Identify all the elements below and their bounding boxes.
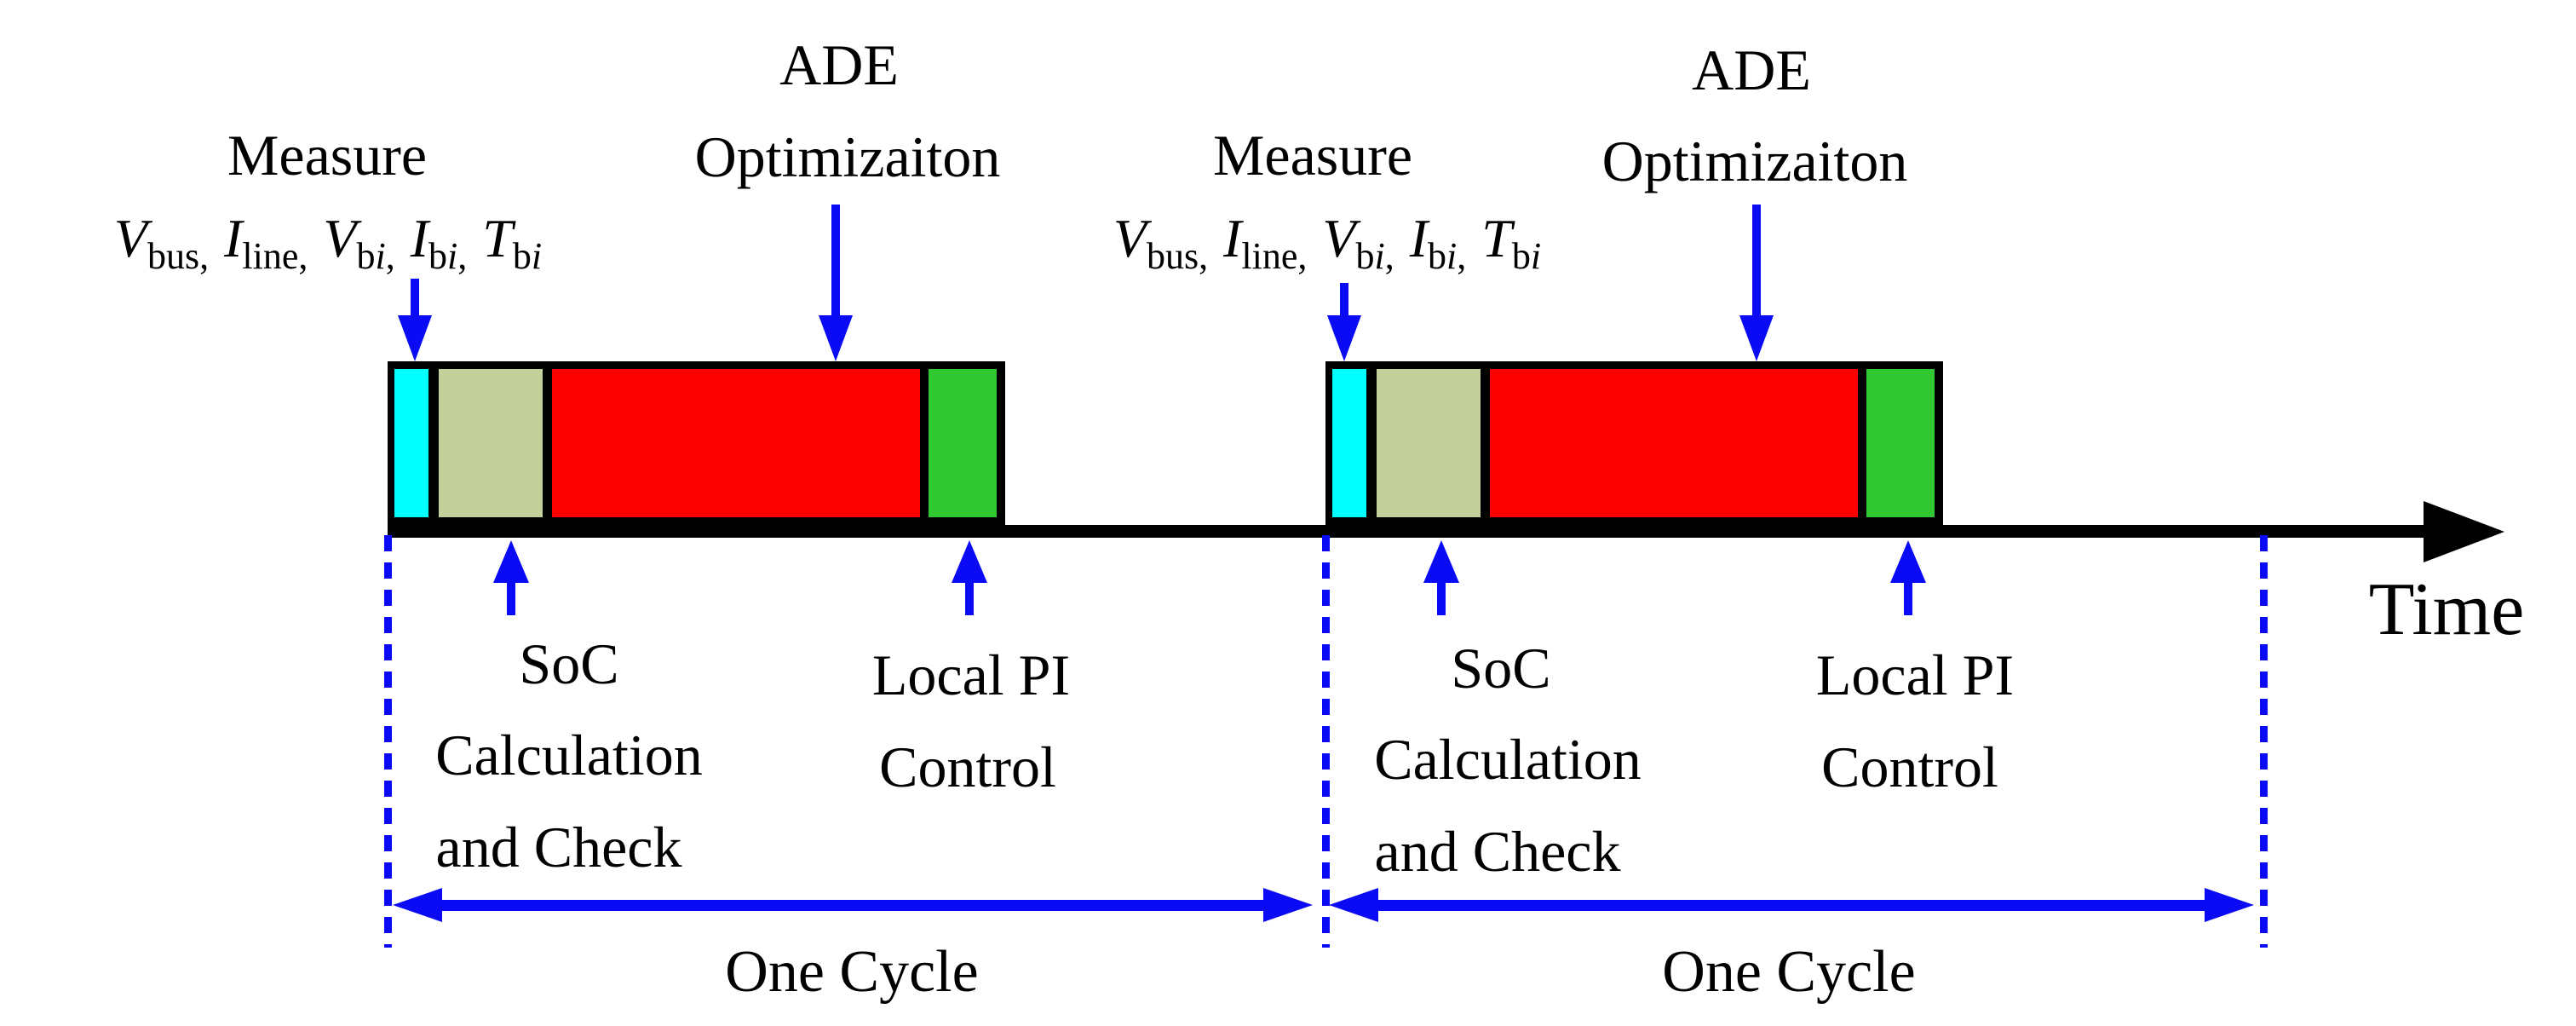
signal-tbi: Tbi: [1481, 208, 1542, 277]
ade-label-line2-2: Optimizaiton: [1601, 129, 1908, 193]
soc-label-line1-1: SoC: [519, 631, 619, 696]
soc-label-line3-2: and Check: [1374, 819, 1621, 884]
soc-label-line1-2: SoC: [1451, 636, 1551, 700]
span-arrowhead-left-icon-2: [1329, 888, 1378, 922]
signal-ibi: Ibi,: [410, 208, 468, 277]
signal-vbi: Vbi,: [323, 208, 395, 277]
measured-signals-label-1: Vbus,Iline,Vbi, Ibi,Tbi: [113, 208, 543, 277]
pi-label-line1-1: Local PI: [871, 643, 1071, 707]
pi-label-line2-2: Control: [1821, 735, 1998, 799]
one-cycle-label-2: One Cycle: [1662, 939, 1916, 1005]
cycle1-task-bar: [388, 361, 1005, 525]
pi-label-line2-1: Control: [879, 735, 1056, 799]
signal-ibi: Ibi,: [1409, 208, 1467, 277]
local-pi-control-block-1: [929, 369, 997, 517]
cycle-boundary-dashed-line-2: [1322, 535, 1330, 948]
signal-iline: Iline,: [1223, 208, 1308, 277]
soc-label-line2-1: Calculation: [435, 723, 703, 787]
soc-label-line2-2: Calculation: [1374, 727, 1642, 792]
cycle-boundary-dashed-line-1: [384, 535, 392, 948]
measure-label-1: Measure: [227, 123, 428, 187]
cycle2-task-bar: [1325, 361, 1943, 525]
span-arrowhead-right-icon-2: [2205, 888, 2254, 922]
ade-label-line2-1: Optimizaiton: [694, 124, 1001, 189]
ade-label-line1-1: ADE: [779, 32, 899, 97]
cycle-boundary-dashed-line-3: [2260, 535, 2268, 948]
measure-block-1: [394, 369, 428, 517]
signal-iline: Iline,: [224, 208, 308, 277]
signal-tbi: Tbi: [482, 208, 543, 277]
ade-label-line1-2: ADE: [1692, 37, 1811, 102]
measured-signals-label-2: Vbus,Iline,Vbi, Ibi,Tbi: [1113, 208, 1542, 277]
signal-vbi: Vbi,: [1322, 208, 1394, 277]
span-arrowhead-left-icon-1: [393, 888, 442, 922]
soc-label-line3-1: and Check: [435, 815, 682, 879]
signal-vbus: Vbus,: [113, 208, 210, 277]
one-cycle-label-1: One Cycle: [725, 939, 979, 1005]
time-axis-label: Time: [2368, 568, 2525, 651]
soc-calculation-block-2: [1377, 369, 1481, 517]
soc-calculation-block-1: [439, 369, 543, 517]
ade-optimization-block-2: [1490, 369, 1858, 517]
signal-vbus: Vbus,: [1113, 208, 1209, 277]
measure-block-2: [1332, 369, 1366, 517]
span-arrowhead-right-icon-1: [1263, 888, 1313, 922]
ade-optimization-block-1: [552, 369, 920, 517]
time-axis-line: [388, 525, 2424, 538]
time-axis-arrowhead-icon: [2424, 501, 2504, 562]
pi-label-line1-2: Local PI: [1815, 643, 2015, 707]
local-pi-control-block-2: [1866, 369, 1935, 517]
measure-label-2: Measure: [1212, 123, 1413, 187]
